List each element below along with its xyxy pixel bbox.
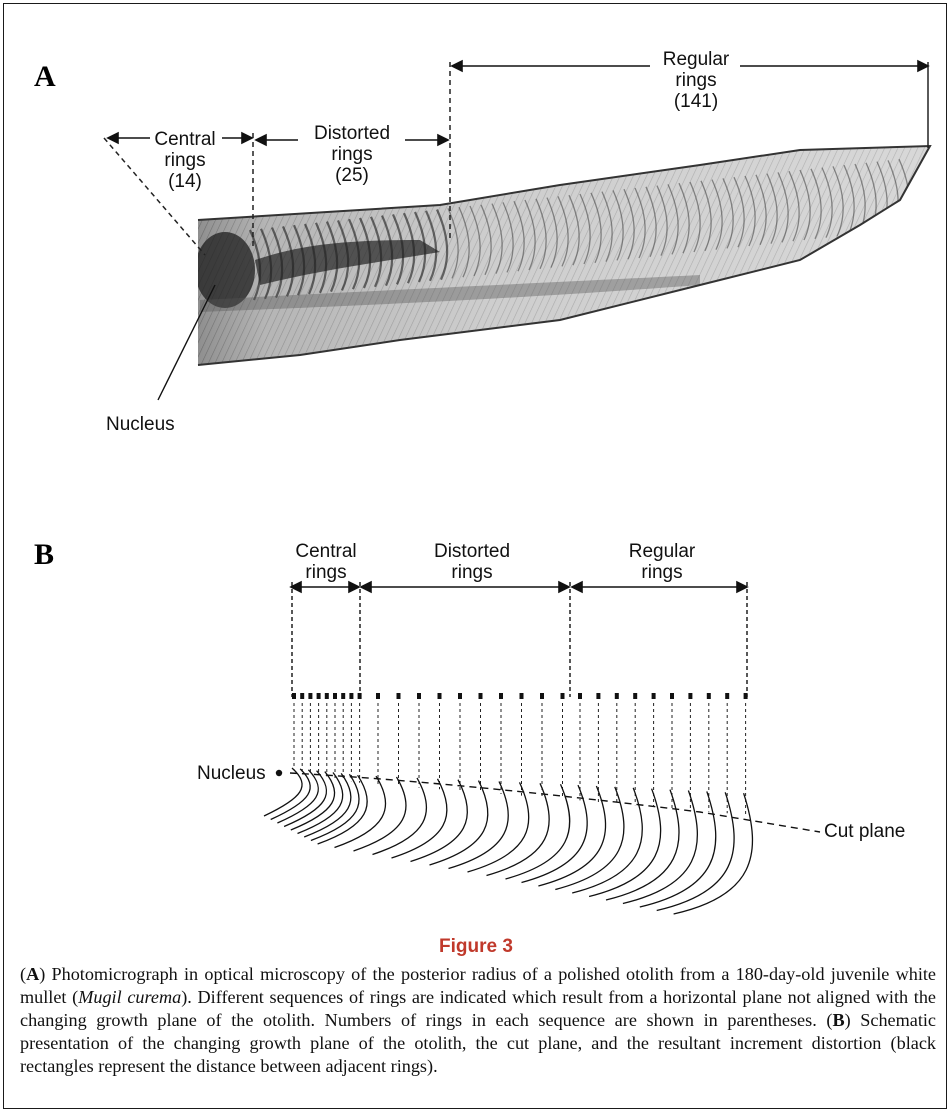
increment-marker xyxy=(349,693,353,699)
increment-marker xyxy=(499,693,503,699)
increment-marker xyxy=(308,693,312,699)
increment-marker xyxy=(688,693,692,699)
increment-marker xyxy=(633,693,637,699)
growth-ring-arc xyxy=(468,782,529,872)
cut-plane-line xyxy=(290,773,820,832)
increment-marker xyxy=(578,693,582,699)
panel-b-cut-plane-label: Cut plane xyxy=(824,821,905,842)
increment-marker xyxy=(561,693,565,699)
growth-ring-arc xyxy=(392,779,447,858)
increment-marker xyxy=(725,693,729,699)
panel-b-regular-label: Regularrings xyxy=(620,541,704,583)
growth-ring-arc xyxy=(335,776,386,847)
figure-title: Figure 3 xyxy=(0,936,952,958)
increment-marker xyxy=(376,693,380,699)
growth-ring-arc xyxy=(623,791,697,904)
growth-ring-arc xyxy=(373,778,427,855)
increment-marker xyxy=(341,693,345,699)
increment-marker xyxy=(417,693,421,699)
increment-marker xyxy=(300,693,304,699)
panel-b-schematic xyxy=(0,0,952,930)
increment-marker xyxy=(540,693,544,699)
panel-b-nucleus-label: Nucleus xyxy=(197,763,266,784)
growth-ring-arc xyxy=(354,777,407,851)
growth-ring-arc xyxy=(572,788,642,893)
increment-marker xyxy=(438,693,442,699)
growth-ring-arc xyxy=(589,789,661,897)
figure-caption: (A) Photomicrograph in optical microscop… xyxy=(20,963,936,1078)
increment-marker xyxy=(652,693,656,699)
increment-marker xyxy=(458,693,462,699)
increment-marker xyxy=(317,693,321,699)
growth-ring-arc xyxy=(449,782,509,869)
increment-marker xyxy=(520,693,524,699)
panel-b-distorted-label: Distortedrings xyxy=(420,541,524,583)
increment-marker xyxy=(615,693,619,699)
growth-ring-arc xyxy=(430,781,488,865)
growth-ring-arc xyxy=(411,780,468,862)
growth-ring-arc xyxy=(538,786,605,886)
growth-ring-arc xyxy=(277,770,318,823)
increment-marker xyxy=(397,693,401,699)
growth-ring-arc xyxy=(264,768,302,816)
increment-marker xyxy=(333,693,337,699)
growth-ring-arc xyxy=(606,790,679,900)
increment-marker xyxy=(670,693,674,699)
increment-marker xyxy=(325,693,329,699)
increment-marker xyxy=(596,693,600,699)
panel-b-central-label: Centralrings xyxy=(288,541,364,583)
growth-ring-arc xyxy=(271,769,311,820)
nucleus-dot xyxy=(276,770,282,776)
growth-ring-arc xyxy=(522,785,588,882)
increment-marker xyxy=(479,693,483,699)
increment-marker xyxy=(707,693,711,699)
